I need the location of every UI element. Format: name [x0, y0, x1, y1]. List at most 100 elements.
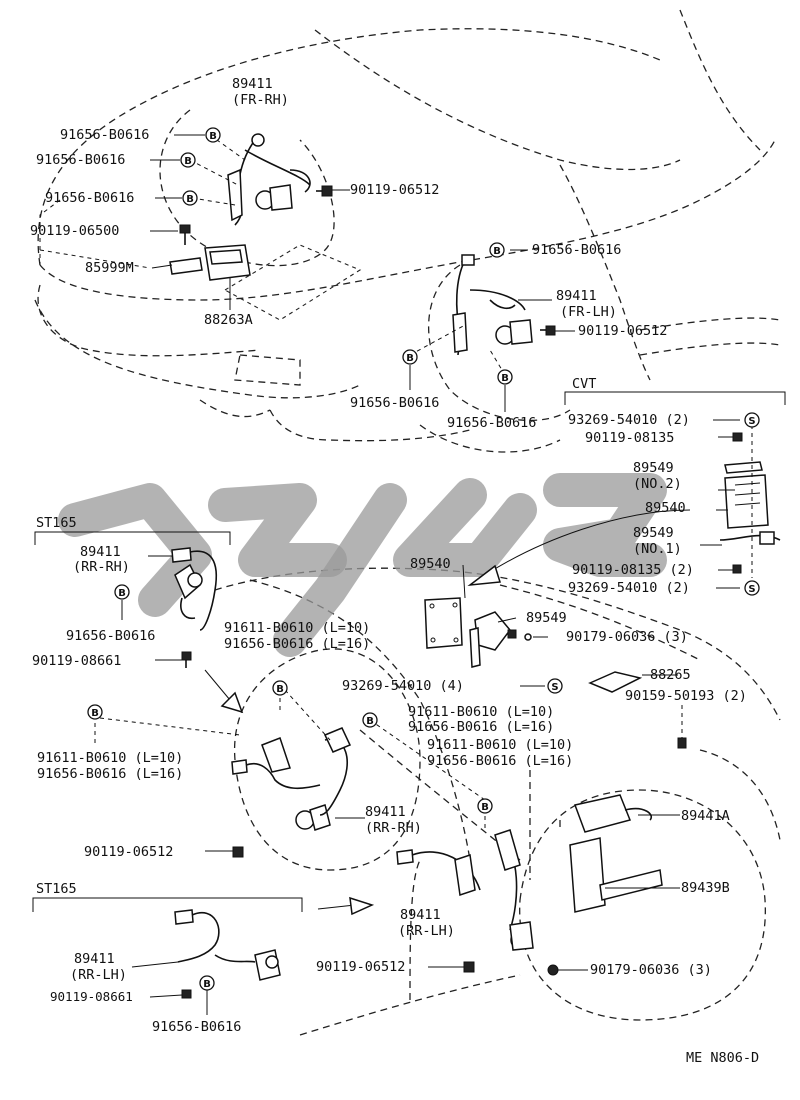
b-marker: B: [205, 127, 221, 143]
svg-text:B: B: [186, 194, 194, 205]
part-label: 89411: [365, 804, 406, 820]
part-label: 90119-06512: [350, 182, 439, 198]
part-label: 93269-54010 (4): [342, 678, 464, 694]
part-label: 89411: [556, 288, 597, 304]
front-rh-speed-sensor: [227, 133, 311, 226]
part-label: (FR-RH): [232, 92, 289, 108]
front-body-outline: [34, 9, 781, 453]
part-label: 89411: [400, 907, 441, 923]
b-marker: B: [362, 712, 378, 728]
svg-text:B: B: [184, 156, 192, 167]
b-marker: B: [182, 190, 198, 206]
part-label: (RR-LH): [398, 923, 455, 939]
svg-text:B: B: [203, 979, 211, 990]
svg-text:B: B: [501, 373, 509, 384]
part-labels: 89411 (FR-RH) 91656-B0616 91656-B0616 91…: [30, 76, 747, 1035]
bolt-90119-08661-top: [181, 651, 192, 668]
rear-rh-speed-sensor: [231, 727, 352, 831]
part-label: 91656-B0616 (L=16): [37, 766, 183, 782]
part-label: 88265: [650, 667, 691, 683]
part-label: 91656-B0616: [350, 395, 439, 411]
b-marker: B: [199, 975, 215, 991]
svg-text:B: B: [209, 131, 217, 142]
part-label: 91656-B0616: [447, 415, 536, 431]
part-label: 91656-B0616 (L=16): [224, 636, 370, 652]
part-label: 89549: [526, 610, 567, 626]
svg-text:B: B: [91, 708, 99, 719]
part-label: 91656-B0616: [45, 190, 134, 206]
part-label: 91656-B0616: [36, 152, 125, 168]
part-label: 89411: [80, 544, 121, 560]
part-label: 91656-B0616: [60, 127, 149, 143]
part-label: 90119-08661: [32, 653, 121, 669]
part-label: 88263A: [204, 312, 253, 328]
footer-code: ME N806-D: [686, 1050, 759, 1066]
bolt-90119-06512-fl: [540, 325, 556, 336]
part-label: 91611-B0610 (L=10): [224, 620, 370, 636]
cvt-group-label: CVT: [572, 376, 596, 392]
part-label: 90119-06512: [84, 844, 173, 860]
b-marker: B: [87, 704, 103, 720]
st165-bottom-group-box: ST165: [32, 881, 303, 912]
b-marker: B: [402, 349, 418, 365]
part-label: 90179-06036 (3): [566, 629, 688, 645]
part-label: 90179-06036 (3): [590, 962, 712, 978]
b-marker: B: [272, 680, 288, 696]
part-label: 89411: [232, 76, 273, 92]
part-label: 89439B: [681, 880, 730, 896]
part-label: 90119-06500: [30, 223, 119, 239]
front-relay-88263a: [169, 244, 251, 281]
arrows: [204, 509, 691, 916]
s-marker: S: [547, 678, 563, 694]
part-label: 93269-54010 (2): [568, 580, 690, 596]
part-label: 89441A: [681, 808, 730, 824]
rear-ecu-89540: [424, 597, 532, 668]
bolt-90119-06512-rl: [463, 961, 475, 973]
part-label: (NO.1): [633, 541, 682, 557]
part-label: 85999M: [85, 260, 134, 276]
part-label: (RR-LH): [70, 967, 127, 983]
part-label: 91611-B0610 (L=10): [408, 704, 554, 720]
b-marker: B: [497, 369, 513, 385]
part-label: 89540: [645, 500, 686, 516]
part-label: 91656-B0616: [152, 1019, 241, 1035]
part-label: 89549: [633, 525, 674, 541]
part-label: 90119-08661: [50, 989, 133, 1004]
st165-top-group-label: ST165: [36, 515, 77, 531]
svg-text:B: B: [118, 588, 126, 599]
nut-90179-06036-lower: [547, 964, 559, 976]
cvt-parts: [719, 425, 781, 578]
part-label: 90119-06512: [316, 959, 405, 975]
leader-lines: [39, 134, 740, 1015]
front-lh-speed-sensor: [452, 254, 533, 356]
part-label: 93269-54010 (2): [568, 412, 690, 428]
svg-text:B: B: [366, 716, 374, 727]
svg-text:B: B: [493, 246, 501, 257]
part-label: 89540: [410, 556, 451, 572]
symbol-markers: B B B B B B S S B B S B B B B: [87, 127, 760, 991]
part-label: 91656-B0616: [532, 242, 621, 258]
rear-lh-speed-sensor: [396, 829, 534, 951]
svg-text:B: B: [406, 353, 414, 364]
b-marker: B: [477, 798, 493, 814]
part-label: (NO.2): [633, 476, 682, 492]
bolt-90119-06512-fr: [316, 185, 333, 197]
part-label: 90159-50193 (2): [625, 688, 747, 704]
part-label: 90119-08135 (2): [572, 562, 694, 578]
part-label: 91656-B0616: [66, 628, 155, 644]
part-label: (FR-LH): [560, 304, 617, 320]
bracket-88265: [588, 671, 643, 693]
svg-text:S: S: [551, 682, 558, 693]
bolt-90159-50193: [677, 705, 687, 749]
part-label: 90119-06512: [578, 323, 667, 339]
b-marker: B: [489, 242, 505, 258]
svg-text:S: S: [748, 416, 755, 427]
cvt-group-box: CVT: [564, 376, 786, 405]
part-label: (RR-RH): [365, 820, 422, 836]
part-label: 90119-08135: [585, 430, 674, 446]
part-label: 89549: [633, 460, 674, 476]
bolt-90119-06512-rr: [232, 846, 244, 858]
bolt-90119-06500: [179, 224, 191, 245]
bolt-90119-08661-bottom: [181, 989, 192, 999]
